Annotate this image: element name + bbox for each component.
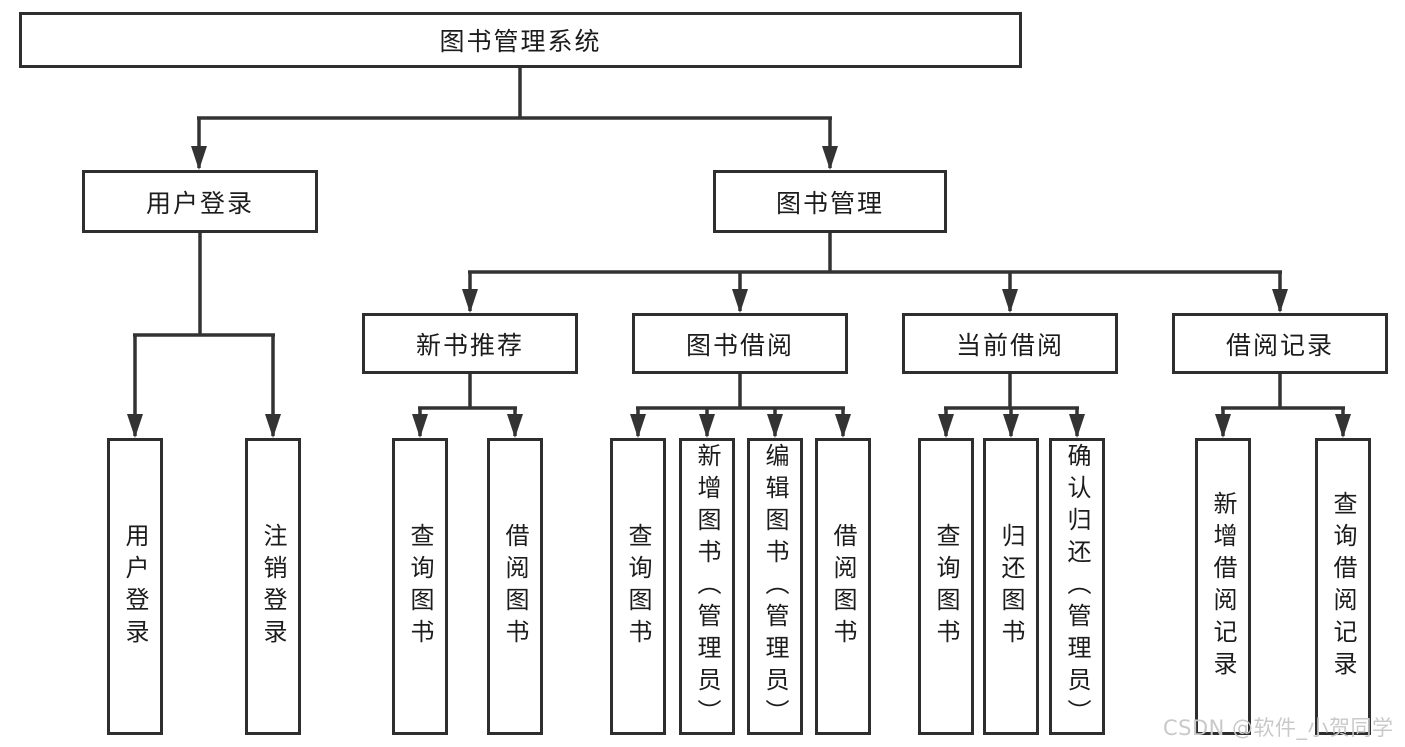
leaf-nb-borrow-books: 借阅图书 [487,438,543,735]
node-root-system: 图书管理系统 [19,12,1022,68]
leaf-bb-borrow-books-label: 借阅图书 [829,522,857,651]
leaf-logout-login-label: 注销登录 [259,522,287,651]
leaf-cb-return-books: 归还图书 [983,438,1039,735]
node-current-borrowing: 当前借阅 [902,313,1118,374]
leaf-bb-add-books-admin: 新增图书（管理员） [679,438,735,735]
leaf-nb-query-books: 查询图书 [392,438,448,735]
connectors-new-book [418,374,517,436]
leaf-bb-query-books: 查询图书 [610,438,666,735]
node-borrowing-records: 借阅记录 [1172,313,1388,374]
leaf-bb-edit-books-admin-label: 编辑图书（管理员） [761,442,789,731]
leaf-user-login: 用户登录 [107,438,163,735]
leaf-bb-query-books-label: 查询图书 [624,522,652,651]
leaf-br-query-record-label: 查询借阅记录 [1329,490,1357,683]
connectors-level1 [197,68,832,168]
leaf-cb-confirm-return-admin-label: 确认归还（管理员） [1063,442,1091,731]
csdn-watermark: CSDN @软件_小贺同学 [1163,716,1394,740]
leaf-cb-return-books-label: 归还图书 [997,522,1025,651]
leaf-cb-query-books: 查询图书 [918,438,974,735]
leaf-br-add-record: 新增借阅记录 [1195,438,1251,735]
leaf-cb-query-books-label: 查询图书 [932,522,960,651]
leaf-bb-edit-books-admin: 编辑图书（管理员） [747,438,803,735]
leaf-br-add-record-label: 新增借阅记录 [1209,490,1237,683]
node-book-management: 图书管理 [713,170,947,233]
connectors-book-management [468,233,1282,311]
leaf-br-query-record: 查询借阅记录 [1315,438,1371,735]
connectors-borrowing-records [1221,374,1345,436]
leaf-nb-query-books-label: 查询图书 [406,522,434,651]
node-user-login: 用户登录 [82,170,318,233]
arrowheads [127,146,1351,438]
leaf-bb-add-books-admin-label: 新增图书（管理员） [693,442,721,731]
leaf-logout-login: 注销登录 [245,438,301,735]
leaf-nb-borrow-books-label: 借阅图书 [501,522,529,651]
leaf-bb-borrow-books: 借阅图书 [815,438,871,735]
connectors-book-borrowing [636,374,845,436]
node-book-borrowing: 图书借阅 [632,313,848,374]
leaf-user-login-label: 用户登录 [121,522,149,651]
connectors-user-login [133,233,275,436]
leaf-cb-confirm-return-admin: 确认归还（管理员） [1049,438,1105,735]
node-new-book-recommendation: 新书推荐 [362,313,578,374]
